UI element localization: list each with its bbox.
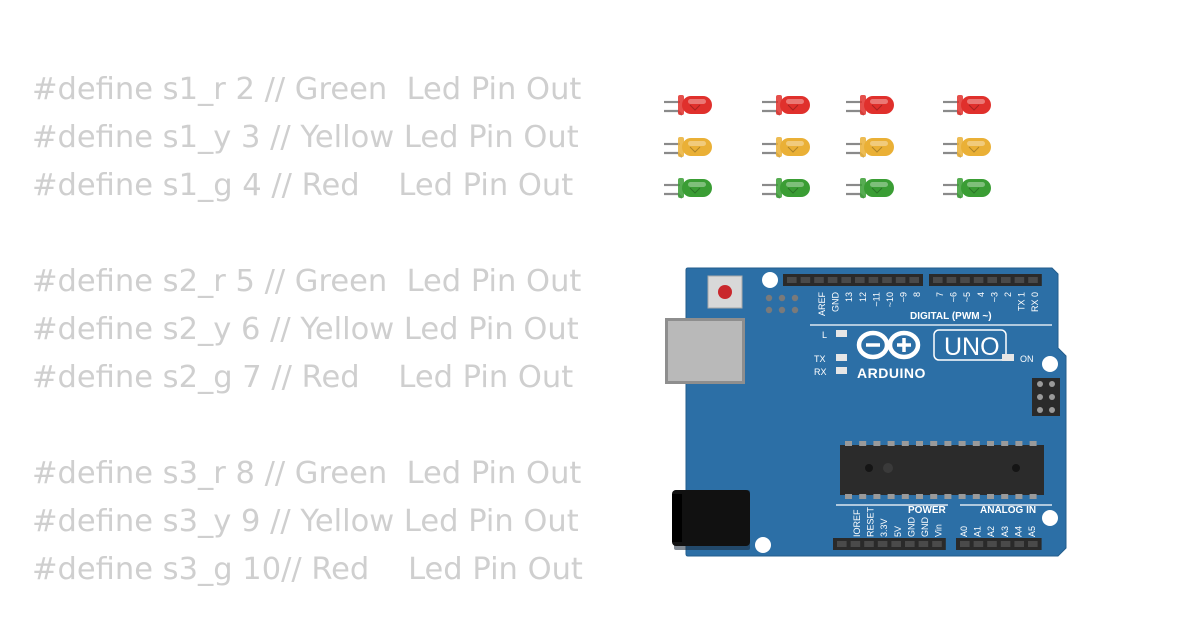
pin-label: ~6 <box>949 292 959 302</box>
pin-label: ~10 <box>885 292 895 307</box>
yellow-led-icon <box>943 137 991 158</box>
rx-led-label: RX <box>814 367 827 377</box>
code-line: #define s2_y 6 // Yellow Led Pin Out <box>32 312 579 347</box>
red-led-icon <box>762 95 810 116</box>
pin-label: RX 0 <box>1030 292 1040 312</box>
power-header <box>833 538 946 550</box>
pin-label: 12 <box>858 292 868 302</box>
tx-led <box>836 354 847 361</box>
pin-label: A0 <box>959 526 969 537</box>
digital-header-right <box>929 274 1042 286</box>
arduino-logo-text: ARDUINO <box>857 365 926 381</box>
on-led-label: ON <box>1020 354 1034 364</box>
pin-label: 2 <box>1003 292 1013 297</box>
pin-label: ~9 <box>899 292 909 302</box>
code-group: #define s1_r 2 // Green Led Pin Out #defi… <box>32 66 583 210</box>
pin-label: ~5 <box>962 292 972 302</box>
pin-label: TX 1 <box>1017 292 1027 311</box>
code-line: #define s3_r 8 // Green Led Pin Out <box>32 456 582 491</box>
reset-button[interactable] <box>707 275 743 309</box>
code-group: #define s3_r 8 // Green Led Pin Out #defi… <box>32 450 583 594</box>
code-line: #define s1_y 3 // Yellow Led Pin Out <box>32 120 579 155</box>
code-line: #define s3_g 10// Red Led Pin Out <box>32 552 583 587</box>
pin-label: A4 <box>1013 526 1023 537</box>
usb-connector <box>665 318 745 384</box>
pin-label: 3.3V <box>879 518 889 537</box>
model-badge <box>933 329 1007 361</box>
analog-label: ANALOG IN <box>980 505 1036 516</box>
pin-label: GND <box>831 292 841 313</box>
code-line: #define s2_r 5 // Green Led Pin Out <box>32 264 582 299</box>
code-line: #define s2_g 7 // Red Led Pin Out <box>32 360 574 395</box>
code-line: #define s3_y 9 // Yellow Led Pin Out <box>32 504 579 539</box>
pin-label: 8 <box>912 292 922 297</box>
pin-label: RESET <box>866 506 876 537</box>
code-group: #define s2_r 5 // Green Led Pin Out #defi… <box>32 258 583 402</box>
rx-led <box>836 367 847 374</box>
microcontroller-chip <box>840 441 1044 499</box>
red-led-icon <box>846 95 894 116</box>
pin-label: A5 <box>1027 526 1037 537</box>
pin-label: 5V <box>893 526 903 537</box>
pin-label: Vin <box>934 524 944 537</box>
pin-label: GND <box>920 517 930 538</box>
pin-label: A3 <box>1000 526 1010 537</box>
code-block: #define s1_r 2 // Green Led Pin Out #defi… <box>32 66 583 594</box>
on-led <box>1002 354 1014 361</box>
green-led-icon <box>762 178 810 199</box>
code-line: #define s1_r 2 // Green Led Pin Out <box>32 72 582 107</box>
red-led-icon <box>664 95 712 116</box>
pin-label: ~11 <box>871 292 881 307</box>
analog-header <box>956 538 1042 550</box>
mounting-hole <box>762 272 778 288</box>
pin-label: GND <box>906 517 916 538</box>
pin-label: 13 <box>844 292 854 302</box>
pin-label: A1 <box>973 526 983 537</box>
pin-label: AREF <box>817 292 827 317</box>
yellow-led-icon <box>846 137 894 158</box>
icsp-header-top <box>765 294 799 314</box>
digital-label: DIGITAL (PWM ~) <box>910 311 992 322</box>
power-label: POWER <box>908 505 947 516</box>
model-label: UNO <box>944 333 1000 361</box>
red-led-icon <box>943 95 991 116</box>
code-line: #define s1_g 4 // Red Led Pin Out <box>32 168 574 203</box>
icsp-header-right <box>1032 378 1060 416</box>
tx-led-label: TX <box>814 354 826 364</box>
pin-label: IOREF <box>852 509 862 537</box>
yellow-led-icon <box>762 137 810 158</box>
arduino-logo-icon <box>856 330 921 360</box>
digital-header-left <box>783 274 923 286</box>
pin-label: 7 <box>935 292 945 297</box>
mounting-hole <box>755 537 771 553</box>
green-led-icon <box>943 178 991 199</box>
yellow-led-icon <box>664 137 712 158</box>
pin-label: ~3 <box>989 292 999 302</box>
power-jack <box>672 490 750 550</box>
mounting-hole <box>1042 356 1058 372</box>
l-led <box>836 330 847 337</box>
mounting-hole <box>1042 510 1058 526</box>
green-led-icon <box>664 178 712 199</box>
pin-label: 4 <box>976 292 986 297</box>
green-led-icon <box>846 178 894 199</box>
pin-label: A2 <box>986 526 996 537</box>
l-led-label: L <box>822 330 827 340</box>
